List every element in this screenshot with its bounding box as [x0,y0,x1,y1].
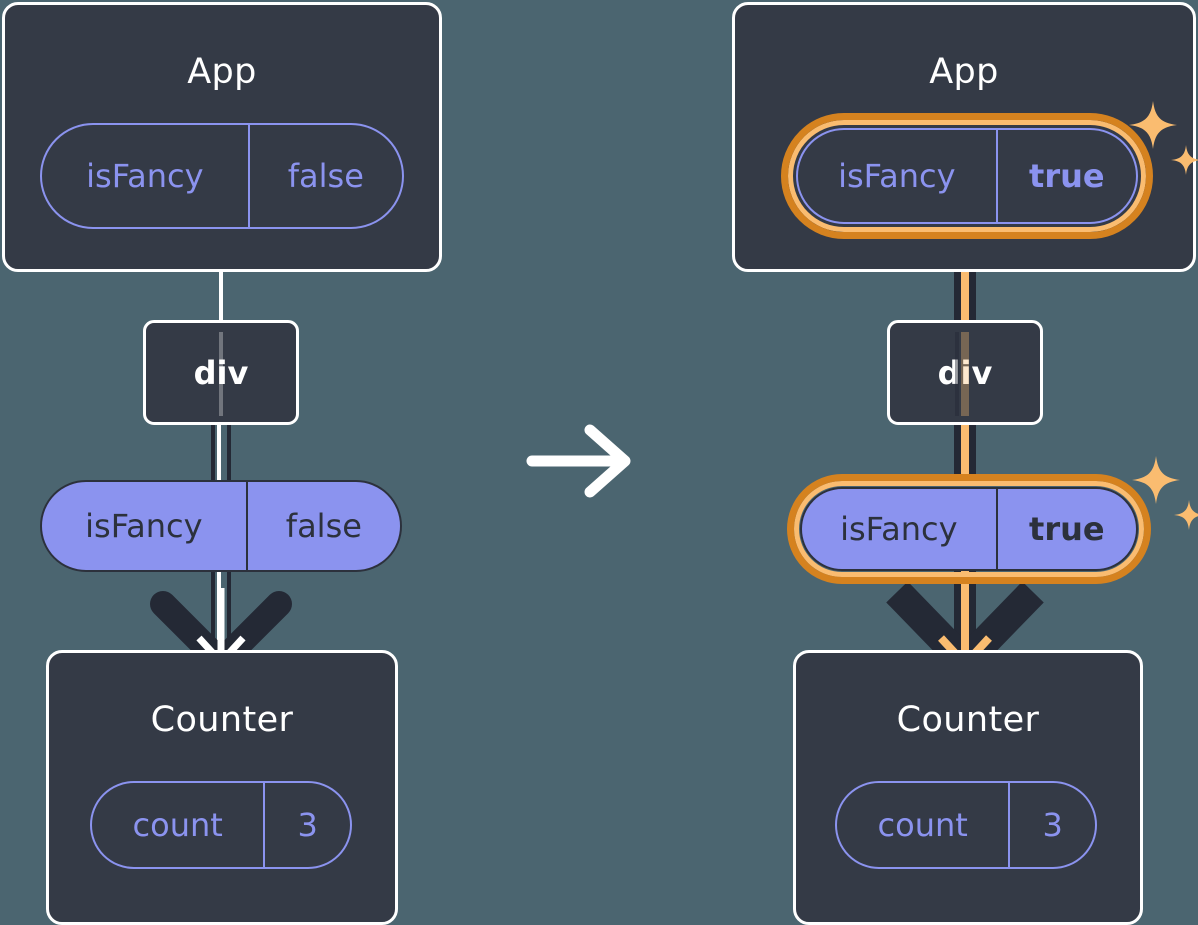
app-title: App [187,52,257,92]
counter-state-value: 3 [1008,783,1095,867]
app-state-value: false [247,125,402,227]
prop-key: isFancy [85,507,203,545]
connector-through-div-core [961,332,969,416]
prop-pill[interactable]: isFancy true [800,487,1138,571]
app-state-pill[interactable]: isFancy true [796,128,1138,224]
connector-through-div-dark [955,332,959,416]
connector-app-to-div [219,268,223,322]
counter-title: Counter [896,700,1040,740]
before-panel: App isFancy false div isFancy false Coun… [0,0,599,925]
counter-state-key: count [132,806,223,844]
after-panel: App isFancy true div isFancy true [599,0,1198,925]
transition-right-arrow-icon [526,424,631,498]
connector-prop-to-counter-left [211,566,215,662]
connector-div-to-prop-core [217,424,221,484]
app-state-key: isFancy [838,157,956,195]
prop-value: true [995,489,1136,569]
counter-state-pill[interactable]: count 3 [90,781,352,869]
app-state-key: isFancy [86,157,204,195]
div-element-box[interactable]: div [887,320,1043,425]
connector-div-to-prop-core [961,424,969,486]
app-title: App [929,52,999,92]
app-state-pill[interactable]: isFancy false [40,123,404,229]
counter-state-value: 3 [263,783,350,867]
connector-through-div [219,332,223,416]
sparkle-icon-prop [1132,456,1198,530]
div-element-box[interactable]: div [143,320,299,425]
connector-div-to-prop-left [211,424,215,484]
prop-key: isFancy [840,510,958,548]
prop-pill[interactable]: isFancy false [40,480,402,572]
counter-title: Counter [150,700,294,740]
counter-state-key: count [877,806,968,844]
app-state-value: true [995,130,1136,222]
counter-state-pill[interactable]: count 3 [835,781,1097,869]
div-label: div [937,353,993,392]
prop-value: false [245,482,400,570]
connector-prop-to-counter-right [227,566,231,662]
div-label: div [193,353,249,392]
connector-div-to-prop-right [227,424,231,484]
